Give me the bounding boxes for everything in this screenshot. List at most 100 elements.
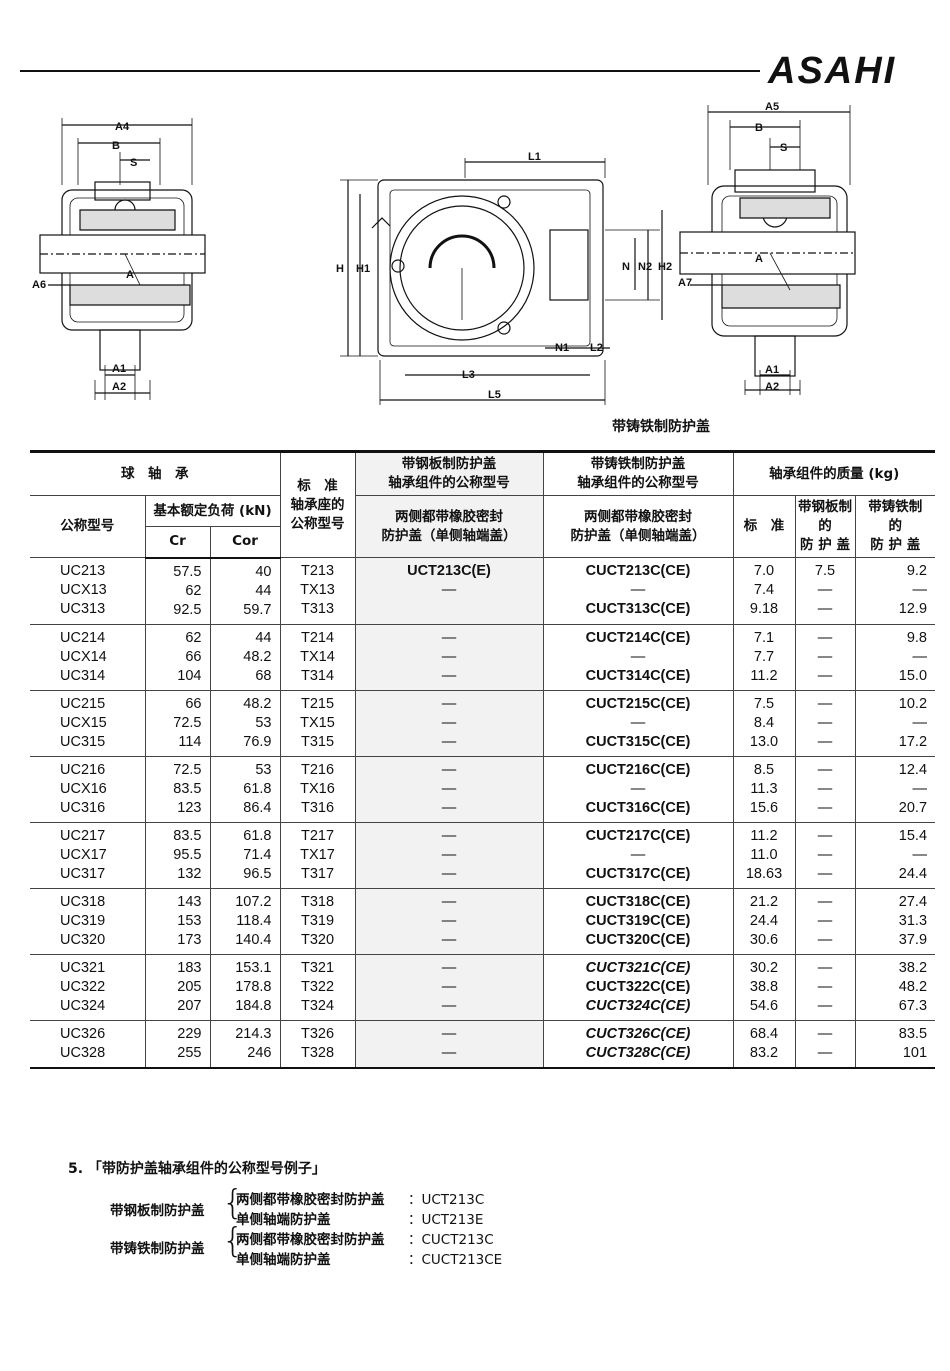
cell-cast-cover-value: — [630,714,646,731]
cell-mass-cast: 9.2—12.9 [855,558,935,625]
cell-mass-cast-value: 15.4 [898,827,928,844]
cell-housing-value: T324 [300,997,335,1014]
cell-mass-steel-value: — [817,714,833,731]
header-basic-load: 基本额定负荷 (kN) [145,495,281,527]
cell-cor-value: 71.4 [243,846,272,863]
cell-cr-value: 62 [185,582,202,599]
dim-n: N [622,261,630,273]
cell-cr-value: 207 [177,997,202,1014]
cell-steel-cover-value: — [441,1044,457,1061]
cell-mass-std-value: 8.4 [753,714,775,731]
cell-bearing-value: UCX15 [60,714,107,731]
cell-cor-value: 76.9 [243,733,272,750]
cell-cor-value: 59.7 [243,601,272,618]
cell-cor-value: 107.2 [235,893,272,910]
cell-mass-steel-value: — [817,629,833,646]
cell-mass-steel-value: — [817,912,833,929]
header-nominal-no: 公称型号 [30,495,146,558]
cell-housing-value: TX15 [300,714,335,731]
cell-housing-value: T216 [300,761,335,778]
left-section-view [39,118,206,400]
cell-mass-steel-value: — [817,893,833,910]
cell-steel-cover-value: — [441,865,457,882]
dim-a: A [126,269,134,281]
header-mass-steel: 带钢板制 的 防 护 盖 [795,495,856,558]
cell-mass-cast-value: 20.7 [898,799,928,816]
cell-cast-cover-value: CUCT322C(CE) [585,978,691,995]
header-housing: 标 准 轴承座的 公称型号 [280,450,356,558]
cell-cor-value: 246 [247,1044,272,1061]
cell-mass-cast: 12.4—20.7 [855,756,935,822]
cell-cr-value: 205 [177,978,202,995]
cell-bearing-value: UC317 [60,865,106,882]
dim-h1: H1 [356,263,370,275]
cell-housing-value: TX13 [300,582,335,598]
cell-bearing-value: UC215 [60,695,106,712]
header-steel-sub: 两侧都带橡胶密封 防护盖（单侧轴端盖） [355,495,544,558]
drawing-svg: A4 B S A6 A A1 A2 L1 H H1 N N2 H2 N1 L2 … [32,101,856,405]
cell-bearing-value: UCX13 [60,582,107,598]
cell-mass-cast-value: 10.2 [898,695,928,712]
cell-cast-cover-value: CUCT317C(CE) [585,865,691,882]
cell-mass-cast-value: 37.9 [898,931,928,948]
cell-housing-value: TX17 [300,846,335,863]
cell-cast-cover-value: CUCT328C(CE) [585,1044,691,1061]
cell-cr-value: 57.5 [173,563,202,580]
cell-mass-cast: 10.2—17.2 [855,690,935,756]
cell-steel-cover-value: — [441,997,457,1014]
cell-cor-value: 140.4 [235,931,272,948]
dim-s-right: S [780,142,787,154]
dim-s: S [130,157,137,169]
cell-mass-std-value: 54.6 [749,997,779,1014]
dim-b-right: B [755,122,763,134]
cell-bearing-value: UCX14 [60,648,107,665]
cell-cast-cover: CUCT217C(CE)—CUCT317C(CE) [543,822,734,888]
cell-cr-value: 104 [177,667,202,684]
cell-mass-std-value: 11.2 [750,827,778,844]
cell-mass-steel-value: — [817,648,833,665]
cell-steel-cover-value: — [441,667,457,684]
cell-cr-value: 132 [177,865,202,882]
cell-mass-std-value: 9.18 [749,601,779,617]
cell-steel-cover: ——— [355,756,544,822]
cell-mass-std-value: 7.7 [753,648,775,665]
cell-mass-std-value: 30.2 [749,959,779,976]
cell-bearing-value: UCX17 [60,846,107,863]
cell-mass-cast-value: 27.4 [898,893,928,910]
cell-cast-cover-value: CUCT319C(CE) [585,912,691,929]
cell-mass-std-value: 13.0 [749,733,779,750]
cell-steel-cover-value: — [441,1025,457,1042]
cell-mass-steel: —— [795,1020,856,1068]
cell-steel-cover-value: UCT213C(E) [407,563,491,579]
cell-mass-steel-value: — [817,931,833,948]
cell-housing-value: T322 [300,978,335,995]
cell-bearing-value: UC324 [60,997,106,1014]
cell-mass-std-value: 21.2 [749,893,779,910]
cell-mass-cast-value: 9.2 [906,563,928,579]
cell-housing-value: T217 [300,827,335,844]
example-cast-both-code: ：CUCT213C [408,1232,494,1248]
cell-mass-cast: 9.8—15.0 [855,624,935,690]
cell-steel-cover-value: — [441,931,457,948]
cell-mass-std-value: 7.5 [753,695,775,712]
example-cast-single: 单侧轴端防护盖 [236,1252,331,1268]
cell-mass-cast-value: 12.9 [898,601,928,617]
cell-bearing-value: UCX16 [60,780,107,797]
